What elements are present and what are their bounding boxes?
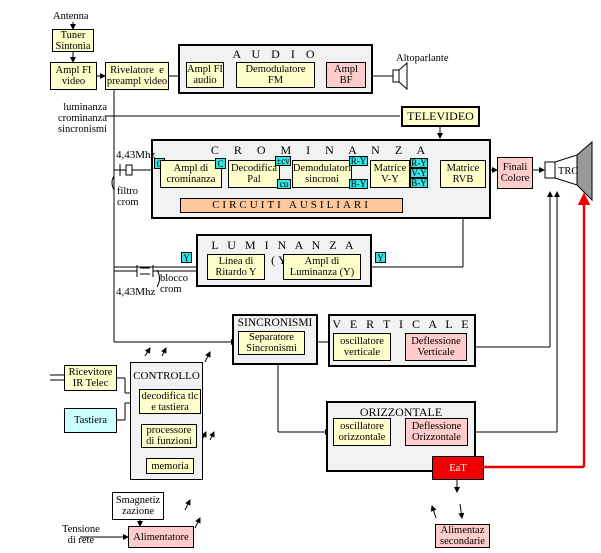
osc-verticale-block: oscillatore verticale: [333, 333, 391, 361]
ricevitore-block: Ricevitore IR Telec: [64, 365, 117, 391]
blocco-crom-label: blocco crom: [160, 273, 188, 295]
separatore-block: Separatore Sincronismi: [238, 331, 305, 355]
demod-sincroni-block: Demodulatori sincroni: [292, 160, 352, 188]
televideo-block: TELEVIDEO: [401, 106, 480, 127]
memoria-block: memoria: [146, 458, 194, 474]
tuner-block: Tuner Sintonia: [52, 29, 94, 52]
tag-cu: cu: [277, 179, 291, 189]
sincronismi-title: SINCRONISMI: [237, 317, 313, 329]
trc-label: TRC: [558, 166, 579, 177]
freq-top-label: 4,43Mhz: [116, 149, 156, 161]
ampl-bf-block: Ampl BF: [326, 62, 366, 88]
alimentatore-block: Alimentatore: [128, 526, 194, 548]
matrice-rvb-block: Matrice RVB: [440, 160, 486, 188]
crt-tube-icon: [544, 140, 593, 202]
tag-vy-2: V-Y: [410, 168, 428, 178]
orizzontale-title: ORIZZONTALE: [359, 405, 443, 419]
crominanza-title: C R O M I N A N Z A: [210, 143, 432, 157]
finali-colore-block: Finali Colore: [497, 157, 533, 189]
antenna-label: Antenna: [53, 11, 89, 22]
rivelatore-block: Rivelatore e preampl video: [105, 62, 169, 90]
smagnetizzazione-block: Smagnetiz zazione: [112, 492, 164, 520]
defl-verticale-block: Deflessione Verticale: [405, 333, 467, 361]
tensione-rete-label: Tensione di rete: [62, 524, 100, 546]
ampl-fi-audio-block: Ampl FI audio: [186, 62, 224, 88]
verticale-title: V E R T I C A L E: [332, 317, 472, 331]
alimentazioni-secondarie-block: Alimentaz secondarie: [435, 524, 490, 548]
speaker-icon: [392, 61, 408, 91]
tag-c-2: C: [215, 158, 226, 169]
processore-block: processore di funzioni: [141, 424, 197, 448]
decodifica-tlc-block: decodifica tlc e tastiera: [139, 389, 201, 414]
blocco-crom-icon: [136, 265, 160, 288]
linea-ritardo-block: Linea di Ritardo Y: [207, 254, 265, 280]
tag-y-2: Y: [375, 252, 386, 263]
tastiera-block: Tastiera: [64, 408, 117, 433]
tag-by-2: B-Y: [410, 178, 428, 188]
signals-label: luminanza crominanza sincronismi: [58, 102, 107, 135]
osc-orizzontale-block: oscillatore orizzontale: [333, 418, 391, 446]
ampl-luminanza-block: Ampl di Luminanza (Y): [283, 254, 361, 280]
ampl-fi-video-block: Ampl FI video: [50, 62, 97, 90]
tag-by-1: B-Y: [349, 179, 368, 189]
filter-crom-icon: [111, 164, 121, 191]
freq-bottom-label: 4,43Mhz: [116, 286, 156, 298]
defl-orizzontale-block: Deflessione Orizzontale: [405, 418, 468, 446]
decodifica-pal-block: Decodifica Pal: [228, 160, 280, 188]
audio-title: A U D I O: [232, 47, 319, 61]
filtro-crom-label: filtro crom: [117, 186, 139, 208]
matrice-vy-block: Matrice V-Y: [370, 160, 410, 188]
circuiti-ausiliari-block: CIRCUITI AUSILIARI: [180, 198, 403, 213]
tag-y-1: Y: [181, 252, 192, 263]
tag-ry-2: R-Y: [410, 158, 428, 168]
demod-fm-block: Demodulatore FM: [236, 62, 315, 88]
altoparlante-label: Altoparlante: [396, 53, 449, 64]
controllo-title: CONTROLLO: [133, 370, 200, 382]
eat-block: EaT: [432, 456, 484, 480]
ampl-crominanza-block: Ampl di crominanza: [160, 160, 222, 188]
tag-ry-1: R-Y: [349, 156, 368, 166]
tag-pcv: ±cv: [275, 156, 291, 166]
